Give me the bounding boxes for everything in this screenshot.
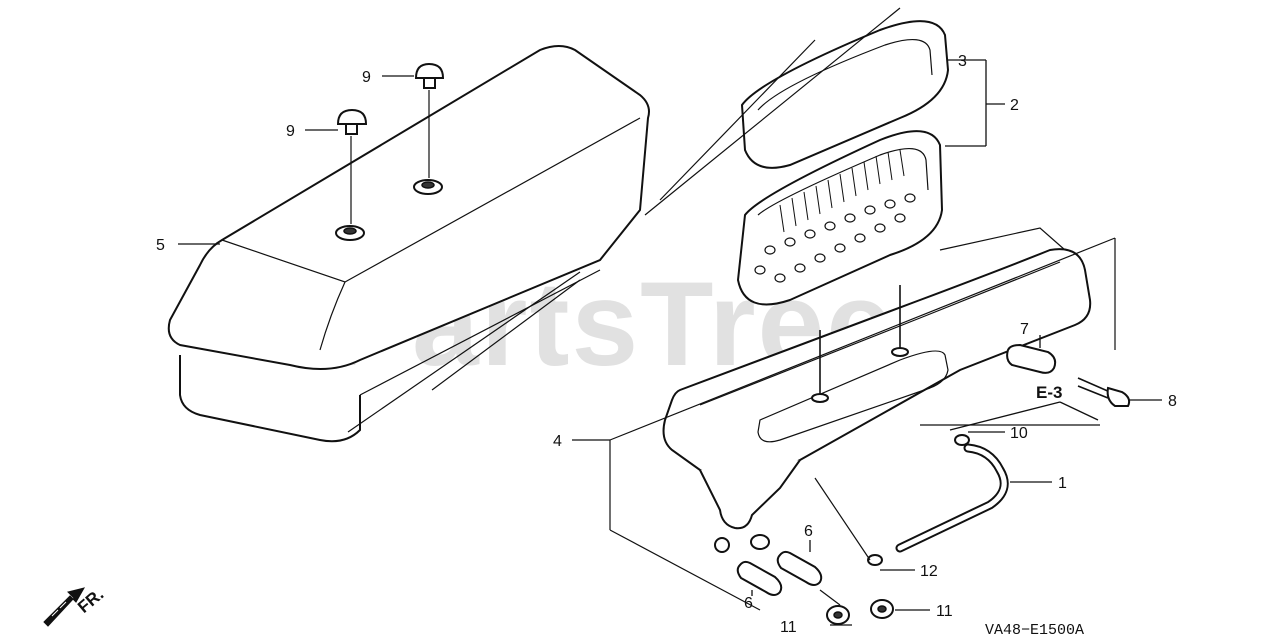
callout-3: 3 xyxy=(958,53,967,70)
flange-nut-top[interactable] xyxy=(750,534,770,550)
paper-filter-element[interactable] xyxy=(736,130,944,306)
tube-clip-12[interactable] xyxy=(867,554,883,566)
knob-lower[interactable] xyxy=(336,108,368,224)
collar-6-upper[interactable] xyxy=(776,550,823,586)
callout-11-left: 11 xyxy=(780,619,797,636)
callout-6-lower: 6 xyxy=(744,595,753,612)
callout-5: 5 xyxy=(156,237,165,254)
callout-2: 2 xyxy=(1010,97,1019,114)
callout-12: 12 xyxy=(920,563,938,580)
flange-bolt[interactable] xyxy=(1077,377,1131,407)
callout-7: 7 xyxy=(1020,321,1029,338)
e3-reference-arrows xyxy=(949,401,1099,431)
collar[interactable] xyxy=(1006,343,1057,374)
callout-4: 4 xyxy=(553,433,562,450)
callout-11-right: 11 xyxy=(936,603,953,620)
assembly-guide-lines xyxy=(347,7,1116,611)
flange-nut-left[interactable] xyxy=(826,605,850,625)
callout-10: 10 xyxy=(1010,425,1028,442)
callout-1: 1 xyxy=(1058,475,1067,492)
air-cleaner-cover[interactable] xyxy=(167,45,650,443)
flange-nut-right[interactable] xyxy=(870,599,894,619)
tube-clip-10[interactable] xyxy=(954,434,970,446)
callout-6-upper: 6 xyxy=(804,523,813,540)
callout-9-lower: 9 xyxy=(286,123,295,140)
callout-8: 8 xyxy=(1168,393,1177,410)
section-reference: E-3 xyxy=(1036,383,1062,402)
callout-leaders xyxy=(178,59,1162,626)
foam-pre-filter[interactable] xyxy=(740,20,950,169)
breather-tube[interactable] xyxy=(895,443,1009,553)
front-direction-arrow xyxy=(43,587,86,627)
callout-9-upper: 9 xyxy=(362,69,371,86)
drawing-code: VA48−E1500A xyxy=(985,622,1084,639)
collar-6-lower[interactable] xyxy=(736,560,783,596)
air-cleaner-case[interactable] xyxy=(662,227,1092,553)
knob-upper[interactable] xyxy=(414,62,445,178)
